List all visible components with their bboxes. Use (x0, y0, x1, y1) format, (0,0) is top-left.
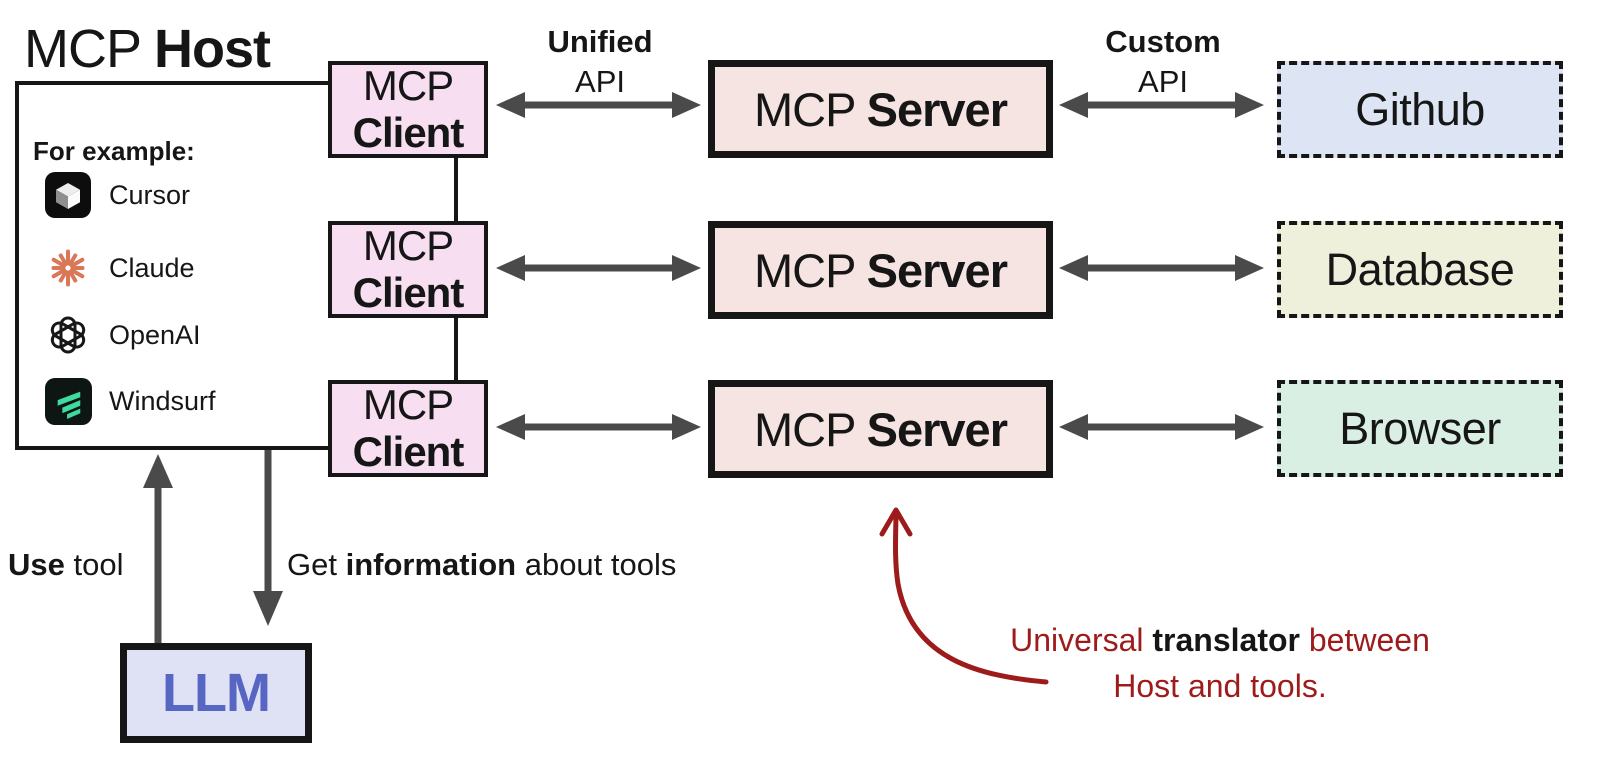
app-row-openai: OpenAI (44, 314, 201, 356)
mcp-client-box-3: MCP Client (328, 380, 488, 477)
annotation-line2: Host and tools. (1113, 668, 1327, 704)
llm-box: LLM (120, 643, 312, 743)
get-information-label: Get information about tools (287, 547, 677, 582)
server-service-arrow-1 (1059, 92, 1264, 118)
mcp-client-box-2: MCP Client (328, 221, 488, 318)
app-label-claude: Claude (109, 252, 195, 283)
mcp-client-box-1: MCP Client (328, 61, 488, 158)
client-line2: Client (352, 427, 465, 475)
title-prefix: MCP (24, 19, 155, 79)
custom-api-label-line2: API (1138, 64, 1188, 99)
client-line1: MCP (362, 62, 454, 110)
client-server-arrow-1 (496, 92, 701, 118)
client-line2: Client (352, 108, 465, 156)
service-box-database: Database (1277, 221, 1563, 318)
app-row-claude: Claude (44, 249, 195, 287)
get-info-arrow-down (253, 449, 283, 626)
app-row-cursor: Cursor (44, 172, 190, 218)
title-bold: Host (154, 19, 271, 79)
client-line2: Client (352, 268, 465, 316)
server-service-arrow-2 (1059, 255, 1264, 281)
client-server-arrow-2 (496, 255, 701, 281)
unified-api-label-line1: Unified (547, 24, 653, 59)
mcp-server-box-1: MCP Server (708, 60, 1053, 158)
mcp-server-box-3: MCP Server (708, 380, 1053, 478)
client-server-arrow-3 (496, 414, 701, 440)
openai-icon (47, 314, 89, 356)
cursor-icon (45, 172, 91, 218)
custom-api-label-line1: Custom (1105, 24, 1221, 59)
page-title: MCP Host (24, 19, 271, 79)
claude-icon (49, 249, 87, 287)
use-tool-arrow-up (143, 454, 173, 646)
app-label-windsurf: Windsurf (109, 386, 216, 416)
windsurf-icon (44, 378, 92, 425)
annotation-curved-arrow (879, 507, 1049, 685)
example-heading: For example: (33, 136, 195, 166)
annotation-text: Universal translator between Host and to… (940, 617, 1500, 709)
server-service-arrow-3 (1059, 414, 1264, 440)
app-label-openai: OpenAI (109, 319, 201, 350)
app-row-windsurf: Windsurf (44, 378, 216, 425)
unified-api-label-line2: API (575, 64, 625, 99)
app-label-cursor: Cursor (109, 179, 191, 210)
client-line1: MCP (362, 222, 454, 270)
client-line1: MCP (362, 381, 454, 429)
service-box-github: Github (1277, 61, 1563, 158)
mcp-server-box-2: MCP Server (708, 221, 1053, 319)
service-box-browser: Browser (1277, 380, 1563, 477)
use-tool-label: Use tool (8, 547, 124, 582)
